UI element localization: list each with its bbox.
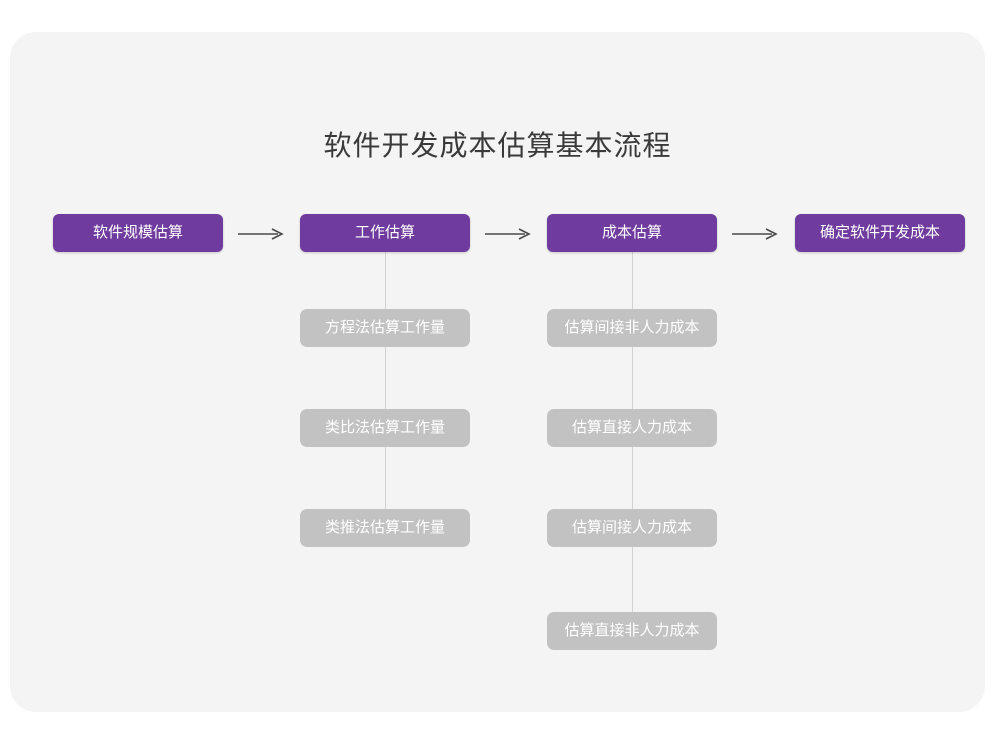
connector-line-stage-2	[385, 252, 386, 512]
arrow-right-icon-2	[479, 214, 539, 252]
diagram-card: 软件开发成本估算基本流程 软件规模估算 工作估算 成本估算 确定软件开发成本 方…	[10, 32, 985, 712]
substep-node-direct-labor-cost[interactable]: 估算直接人力成本	[547, 409, 717, 447]
stage-node-work-estimation[interactable]: 工作估算	[300, 214, 470, 252]
substep-node-inference-method-workload[interactable]: 类推法估算工作量	[300, 509, 470, 547]
arrow-right-icon-1	[232, 214, 292, 252]
stage-node-cost-estimation[interactable]: 成本估算	[547, 214, 717, 252]
substep-node-equation-method-workload[interactable]: 方程法估算工作量	[300, 309, 470, 347]
substep-node-indirect-labor-cost[interactable]: 估算间接人力成本	[547, 509, 717, 547]
substep-node-indirect-nonlabor-cost[interactable]: 估算间接非人力成本	[547, 309, 717, 347]
page-title: 软件开发成本估算基本流程	[323, 130, 672, 161]
substep-node-analogy-method-workload[interactable]: 类比法估算工作量	[300, 409, 470, 447]
stage-node-determine-development-cost[interactable]: 确定软件开发成本	[795, 214, 965, 252]
arrow-right-icon-3	[726, 214, 786, 252]
stage-node-software-scale-estimation[interactable]: 软件规模估算	[53, 214, 223, 252]
substep-node-direct-nonlabor-cost[interactable]: 估算直接非人力成本	[547, 612, 717, 650]
